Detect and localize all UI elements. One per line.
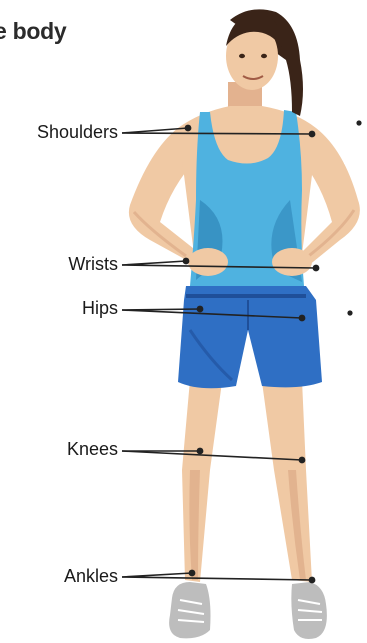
shorts (178, 286, 322, 388)
marker-hip-right (299, 315, 306, 322)
marker-ankle-right (309, 577, 316, 584)
marker-hip-left (197, 306, 204, 313)
legs (182, 380, 312, 582)
bullet-icon (356, 120, 361, 125)
marker-knee-left (197, 448, 204, 455)
marker-shoulder-right (309, 131, 316, 138)
cropped-panel (344, 128, 367, 164)
marker-wrist-left (183, 258, 190, 265)
bullet-icon (347, 310, 352, 315)
shoes (169, 582, 327, 639)
marker-ankle-left (189, 570, 196, 577)
marker-wrist-right (313, 265, 320, 272)
marker-shoulder-left (185, 125, 192, 132)
marker-knee-right (299, 457, 306, 464)
